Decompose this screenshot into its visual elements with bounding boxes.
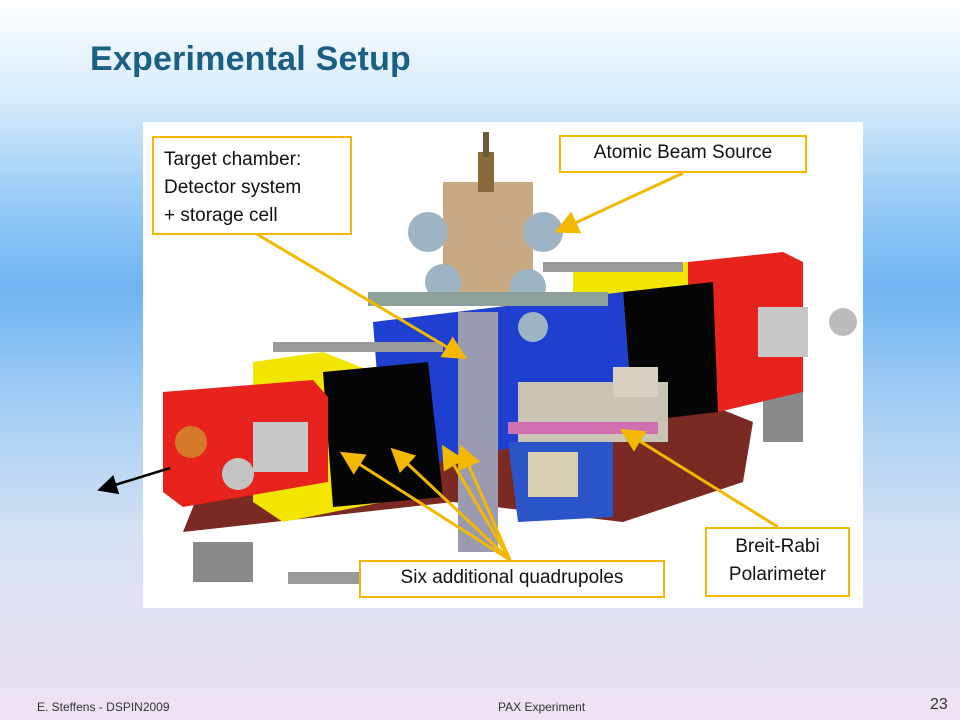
- arrow-polarimeter: [619, 428, 779, 529]
- support-beam-left: [273, 342, 443, 352]
- callout-quadrupoles: Six additional quadrupoles: [359, 560, 665, 598]
- footer-author: E. Steffens - DSPIN2009: [37, 700, 170, 714]
- abs-pump-1: [408, 212, 448, 252]
- coil-flange-right: [758, 307, 808, 357]
- beam-pipe-right: [829, 308, 857, 336]
- arrow-quad-2: [390, 447, 512, 562]
- electronics-box: [528, 452, 578, 497]
- beam-direction-arrow: [97, 466, 171, 495]
- polarimeter-box: [613, 367, 658, 397]
- red-magnet-right: [688, 252, 803, 412]
- abs-pump-5: [518, 312, 548, 342]
- arrow-target-chamber: [254, 231, 468, 360]
- support-beam-top: [368, 292, 608, 306]
- arrow-quad-4: [458, 444, 512, 561]
- abs-top-valve: [478, 152, 494, 192]
- abs-pump-2: [523, 212, 563, 252]
- callout-target-line-3: + storage cell: [164, 205, 278, 226]
- beam-pipe-left: [222, 458, 254, 490]
- arrow-atomic-beam-source: [554, 171, 684, 234]
- callout-target-line-2: Detector system: [164, 177, 302, 198]
- red-magnet-left: [163, 380, 328, 507]
- arrow-quad-3: [441, 444, 512, 561]
- beam-port-left: [175, 426, 207, 458]
- coil-flange-left: [253, 422, 308, 472]
- callout-polarimeter-line-1: Breit-Rabi: [735, 536, 820, 557]
- support-beam-right: [543, 262, 683, 272]
- callout-atomic-beam-source: Atomic Beam Source: [559, 135, 807, 173]
- arrow-quad-1: [339, 451, 511, 562]
- slide-title: Experimental Setup: [90, 40, 412, 78]
- callout-polarimeter-line-2: Polarimeter: [728, 564, 827, 585]
- abs-pump-3: [425, 264, 461, 300]
- abs-top-rod: [483, 132, 489, 157]
- callout-target-chamber: Target chamber: Detector system + storag…: [152, 136, 352, 235]
- footer-center: PAX Experiment: [498, 700, 586, 714]
- support-leg-left: [193, 542, 253, 582]
- callout-polarimeter: Breit-Rabi Polarimeter: [705, 527, 850, 597]
- callout-target-line-1: Target chamber:: [164, 149, 302, 170]
- page-number: 23: [930, 696, 948, 713]
